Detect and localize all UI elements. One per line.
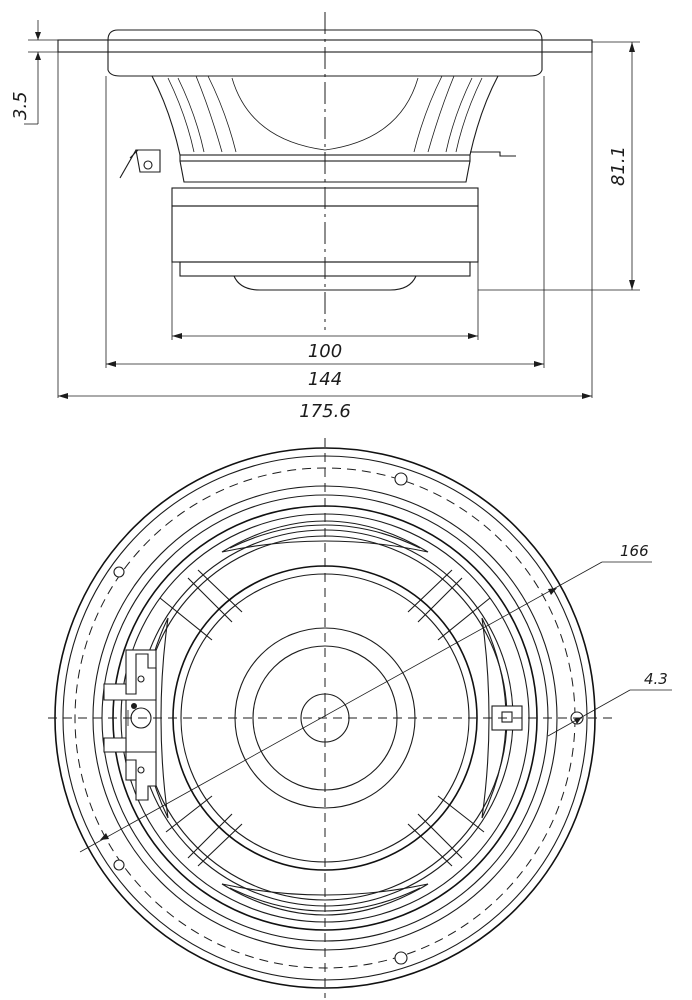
dim-overall-diameter: 175.6: [299, 401, 351, 422]
mounting-hole: [394, 951, 408, 965]
dim-mounting-circle: 166: [620, 542, 649, 560]
mounting-hole: [394, 472, 408, 486]
cone-profile: [231, 77, 419, 151]
front-view: 166 4.3: [48, 438, 672, 998]
dim-mounting-hole: 4.3: [644, 670, 668, 688]
dim-overall-depth: 81.1: [608, 146, 629, 186]
terminal-block: [103, 649, 157, 801]
mounting-hole: [113, 566, 125, 578]
dim-4-3-leader: [547, 689, 631, 737]
pole-piece: [233, 275, 417, 291]
mounting-hole: [113, 859, 125, 871]
terminal-tab: [135, 149, 161, 173]
dim-166-leader: [79, 561, 603, 853]
dim-flange-thickness: 3.5: [10, 91, 31, 120]
side-view: 3.5 81.1 100 144 175.6: [10, 12, 640, 422]
dim-magnet-diameter: 100: [308, 341, 342, 362]
dim-frame-diameter: 144: [308, 369, 342, 390]
